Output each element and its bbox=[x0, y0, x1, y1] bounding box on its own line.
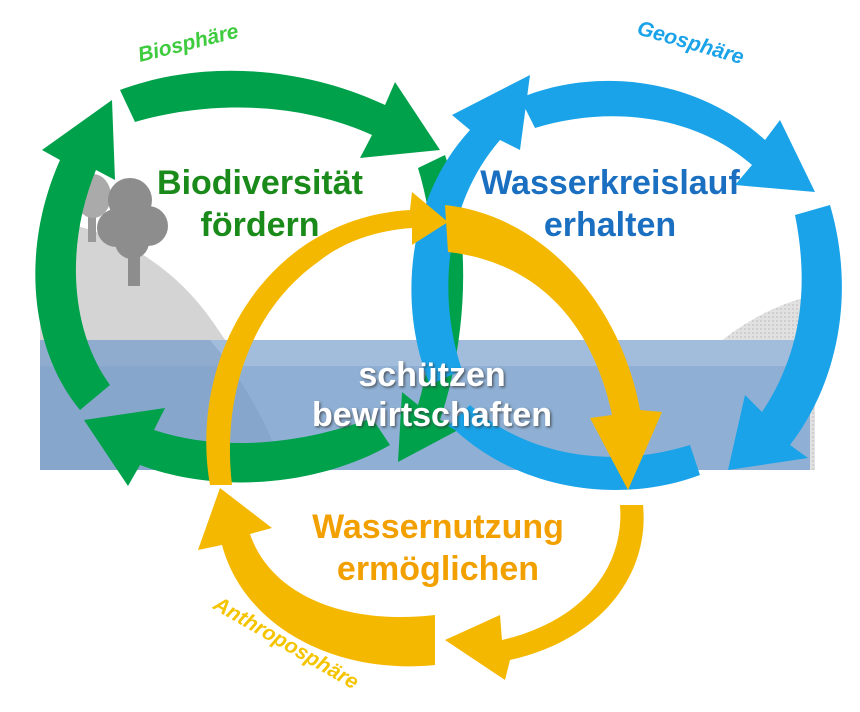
center-line1: schützen bbox=[358, 356, 505, 394]
geo-arrow-right bbox=[728, 205, 842, 470]
geosphere-label: Geosphäre bbox=[635, 17, 747, 69]
anthroposphere-cycle bbox=[198, 192, 662, 680]
geo-goal-line2: erhalten bbox=[544, 206, 676, 244]
bio-arrow-left bbox=[35, 100, 115, 410]
anthro-goal-line2: ermöglichen bbox=[337, 550, 539, 588]
biosphere-label: Biosphäre bbox=[136, 20, 242, 67]
bio-goal-line2: fördern bbox=[201, 206, 320, 244]
center-line2: bewirtschaften bbox=[312, 396, 552, 434]
anthro-arrow-inner-left bbox=[206, 192, 448, 485]
geo-goal-line1: Wasserkreislauf bbox=[480, 164, 740, 202]
bio-goal-line1: Biodiversität bbox=[157, 164, 363, 202]
bio-arrow-bottom bbox=[84, 408, 390, 486]
bio-arrow-top bbox=[120, 70, 440, 158]
geo-arrow-left bbox=[411, 75, 530, 385]
tree-icon bbox=[97, 178, 168, 286]
anthro-arrow-right bbox=[445, 505, 644, 680]
anthro-arrow-diagonal bbox=[445, 205, 662, 490]
anthro-arrow-bottom bbox=[198, 488, 435, 667]
anthro-goal-line1: Wassernutzung bbox=[312, 508, 564, 546]
geo-arrow-top bbox=[520, 80, 815, 192]
